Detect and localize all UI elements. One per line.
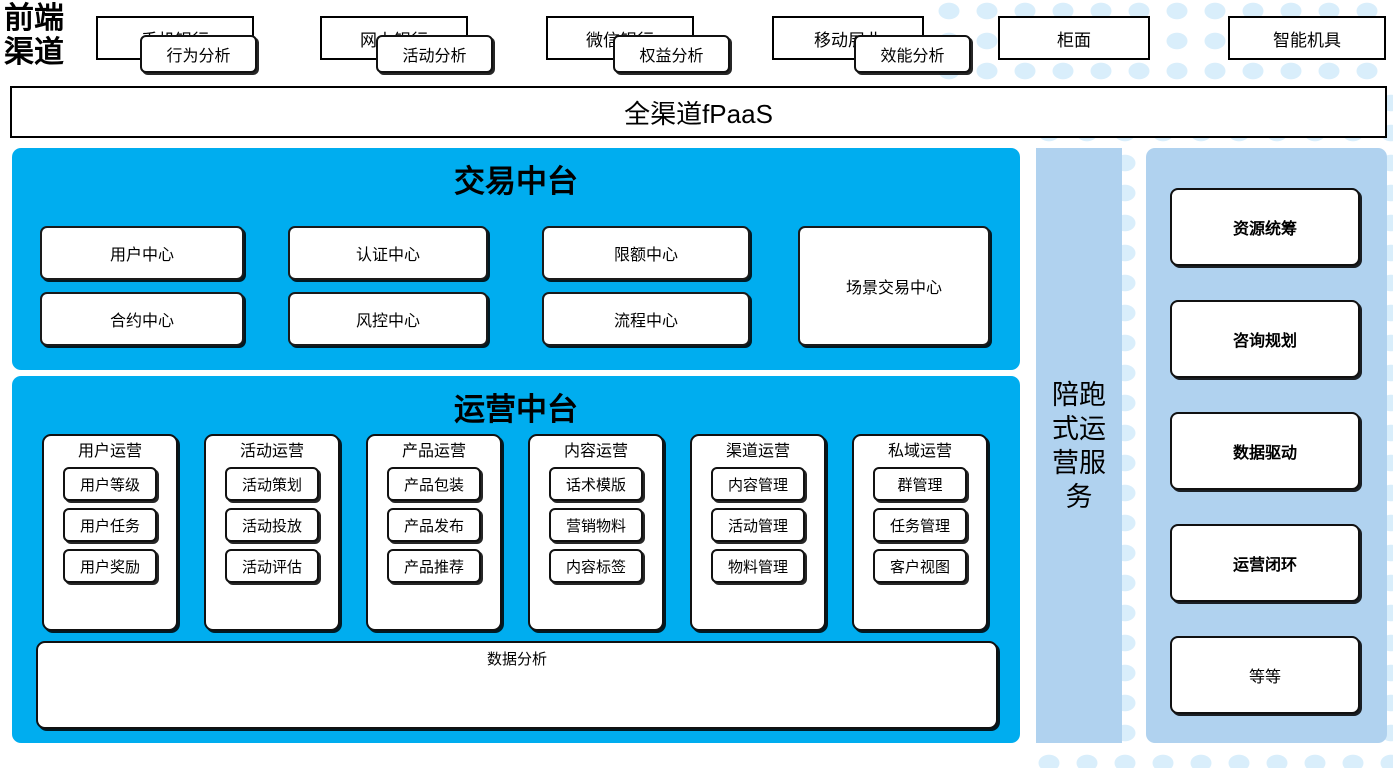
trade-center-box-5: 风控中心 [288, 292, 488, 346]
data-analysis-item-4: 效能分析 [854, 35, 971, 73]
ops-item-1-3: 用户奖励 [63, 549, 157, 583]
ops-item-2-2: 活动投放 [225, 508, 319, 542]
ops-column-title: 内容运营 [563, 443, 628, 460]
ops-item-1-2: 用户任务 [63, 508, 157, 542]
ops-item-1-1: 用户等级 [63, 467, 157, 501]
channel-box-5: 柜面 [998, 16, 1150, 60]
ops-item-4-2: 营销物料 [549, 508, 643, 542]
ops-item-3-2: 产品发布 [387, 508, 481, 542]
ops-column-3: 产品运营产品包装产品发布产品推荐 [366, 434, 502, 631]
trade-center-box-2: 认证中心 [288, 226, 488, 280]
ops-column-title: 产品运营 [401, 443, 466, 460]
ops-column-1: 用户运营用户等级用户任务用户奖励 [42, 434, 178, 631]
ops-column-4: 内容运营话术模版营销物料内容标签 [528, 434, 664, 631]
data-analysis-title: 数据分析 [486, 651, 547, 668]
ops-column-6: 私域运营群管理任务管理客户视图 [852, 434, 988, 631]
right-panel-item-4: 运营闭环 [1170, 524, 1360, 602]
fpaas-bar: 全渠道fPaaS [10, 86, 1387, 138]
ops-item-4-3: 内容标签 [549, 549, 643, 583]
channel-box-6: 智能机具 [1228, 16, 1386, 60]
ops-column-title: 渠道运营 [725, 443, 790, 460]
ops-column-2: 活动运营活动策划活动投放活动评估 [204, 434, 340, 631]
trade-center-box-4: 合约中心 [40, 292, 244, 346]
ops-item-6-1: 群管理 [873, 467, 967, 501]
data-analysis-item-3: 权益分析 [613, 35, 730, 73]
service-column: 陪跑式运营服务 [1036, 148, 1122, 743]
service-column-label: 陪跑式运营服务 [1052, 379, 1106, 512]
ops-item-2-3: 活动评估 [225, 549, 319, 583]
ops-item-4-1: 话术模版 [549, 467, 643, 501]
trade-center-box-3: 限额中心 [542, 226, 750, 280]
trade-center-box-6: 流程中心 [542, 292, 750, 346]
front-end-channel-label: 前端 渠道 [4, 2, 64, 69]
trade-center-box-1: 用户中心 [40, 226, 244, 280]
ops-item-3-3: 产品推荐 [387, 549, 481, 583]
ops-item-5-2: 活动管理 [711, 508, 805, 542]
ops-column-title: 私域运营 [887, 443, 952, 460]
data-analysis-item-1: 行为分析 [140, 35, 257, 73]
trade-center-box-7: 场景交易中心 [798, 226, 990, 346]
data-analysis-container: 数据分析 [36, 641, 998, 729]
ops-column-title: 用户运营 [77, 443, 142, 460]
ops-item-3-1: 产品包装 [387, 467, 481, 501]
ops-column-title: 活动运营 [239, 443, 304, 460]
right-panel-item-2: 咨询规划 [1170, 300, 1360, 378]
ops-item-5-3: 物料管理 [711, 549, 805, 583]
right-service-panel: 资源统筹咨询规划数据驱动运营闭环等等 [1146, 148, 1387, 743]
ops-item-5-1: 内容管理 [711, 467, 805, 501]
ops-item-6-2: 任务管理 [873, 508, 967, 542]
ops-column-5: 渠道运营内容管理活动管理物料管理 [690, 434, 826, 631]
ops-item-6-3: 客户视图 [873, 549, 967, 583]
right-panel-item-3: 数据驱动 [1170, 412, 1360, 490]
right-panel-item-1: 资源统筹 [1170, 188, 1360, 266]
trade-platform-title: 交易中台 [454, 164, 578, 199]
data-analysis-item-2: 活动分析 [376, 35, 493, 73]
right-panel-item-5: 等等 [1170, 636, 1360, 714]
ops-platform-title: 运营中台 [454, 392, 578, 427]
ops-item-2-1: 活动策划 [225, 467, 319, 501]
